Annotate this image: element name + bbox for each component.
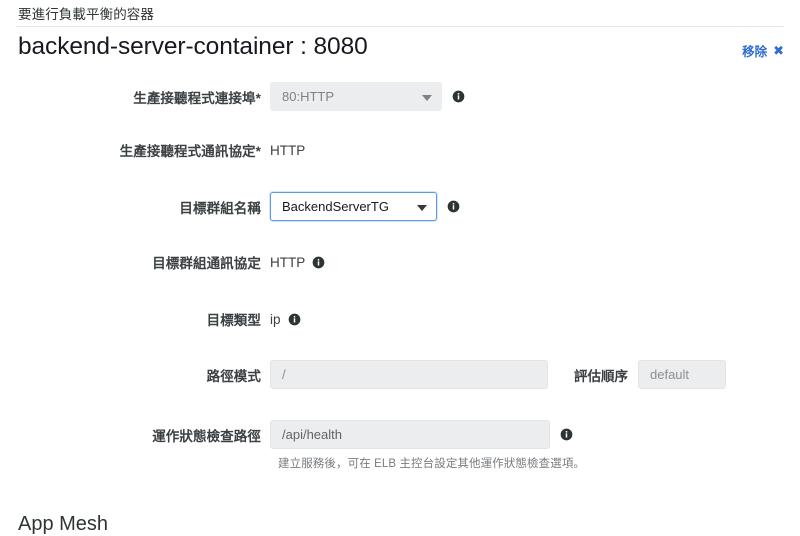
- target-group-name-value: BackendServerTG: [282, 199, 389, 214]
- label-production-protocol: 生產接聽程式通訊協定*: [119, 144, 261, 159]
- label-target-group-name: 目標群組名稱: [179, 200, 261, 216]
- target-group-name-select[interactable]: BackendServerTG: [270, 192, 437, 221]
- info-icon-health-check-path[interactable]: [560, 428, 573, 441]
- row-production-port: 生產接聽程式連接埠* 80:HTTP: [0, 82, 800, 111]
- label-target-type: 目標類型: [206, 313, 261, 328]
- label-target-group-protocol: 目標群組通訊協定: [152, 256, 261, 271]
- section-caption: 要進行負載平衡的容器: [18, 7, 154, 22]
- row-path-pattern: 路徑模式 / 評估順序 default: [0, 360, 800, 389]
- production-protocol-value: HTTP: [270, 142, 306, 158]
- info-icon-target-group-name[interactable]: [447, 200, 460, 213]
- row-production-protocol: 生產接聽程式通訊協定* HTTP: [0, 140, 800, 160]
- evaluation-order-value: default: [650, 367, 690, 382]
- target-type-group: ip: [270, 312, 301, 327]
- row-target-group-name: 目標群組名稱 BackendServerTG: [0, 192, 800, 221]
- remove-container-link[interactable]: 移除 ✖: [742, 41, 784, 60]
- page-title: backend-server-container : 8080: [18, 33, 368, 60]
- production-port-value: 80:HTTP: [282, 89, 335, 104]
- target-group-protocol-group: HTTP: [270, 255, 325, 270]
- evaluation-order-input[interactable]: default: [638, 360, 726, 389]
- health-check-helper-text: 建立服務後，可在 ELB 主控台設定其他運作狀態檢查選項。: [278, 458, 586, 470]
- remove-label: 移除: [742, 45, 768, 59]
- health-check-path-input[interactable]: /api/health: [270, 420, 550, 449]
- header-divider: [16, 26, 784, 27]
- row-target-type: 目標類型 ip: [0, 309, 800, 329]
- label-evaluation-order: 評估順序: [574, 368, 628, 384]
- chevron-down-icon: [422, 94, 432, 101]
- target-type-value: ip: [270, 311, 281, 327]
- info-icon-production-port[interactable]: [452, 90, 465, 103]
- label-health-check-path: 運作狀態檢查路徑: [152, 428, 261, 444]
- label-path-pattern: 路徑模式: [206, 368, 261, 384]
- close-icon: ✖: [773, 43, 784, 58]
- path-pattern-input[interactable]: /: [270, 360, 548, 389]
- production-port-select[interactable]: 80:HTTP: [270, 82, 442, 111]
- target-group-protocol-value: HTTP: [270, 254, 306, 270]
- row-target-group-protocol: 目標群組通訊協定 HTTP: [0, 252, 800, 272]
- next-section-heading: App Mesh: [18, 513, 109, 535]
- health-check-path-value: /api/health: [282, 427, 342, 442]
- chevron-down-icon: [417, 204, 427, 211]
- info-icon-target-group-protocol[interactable]: [312, 256, 325, 269]
- info-icon-target-type[interactable]: [288, 313, 301, 326]
- container-title-row: backend-server-container : 8080 移除 ✖: [0, 33, 800, 67]
- path-pattern-value: /: [282, 367, 286, 382]
- label-production-port: 生產接聽程式連接埠*: [133, 90, 261, 106]
- row-health-check-path: 運作狀態檢查路徑 /api/health: [0, 420, 800, 449]
